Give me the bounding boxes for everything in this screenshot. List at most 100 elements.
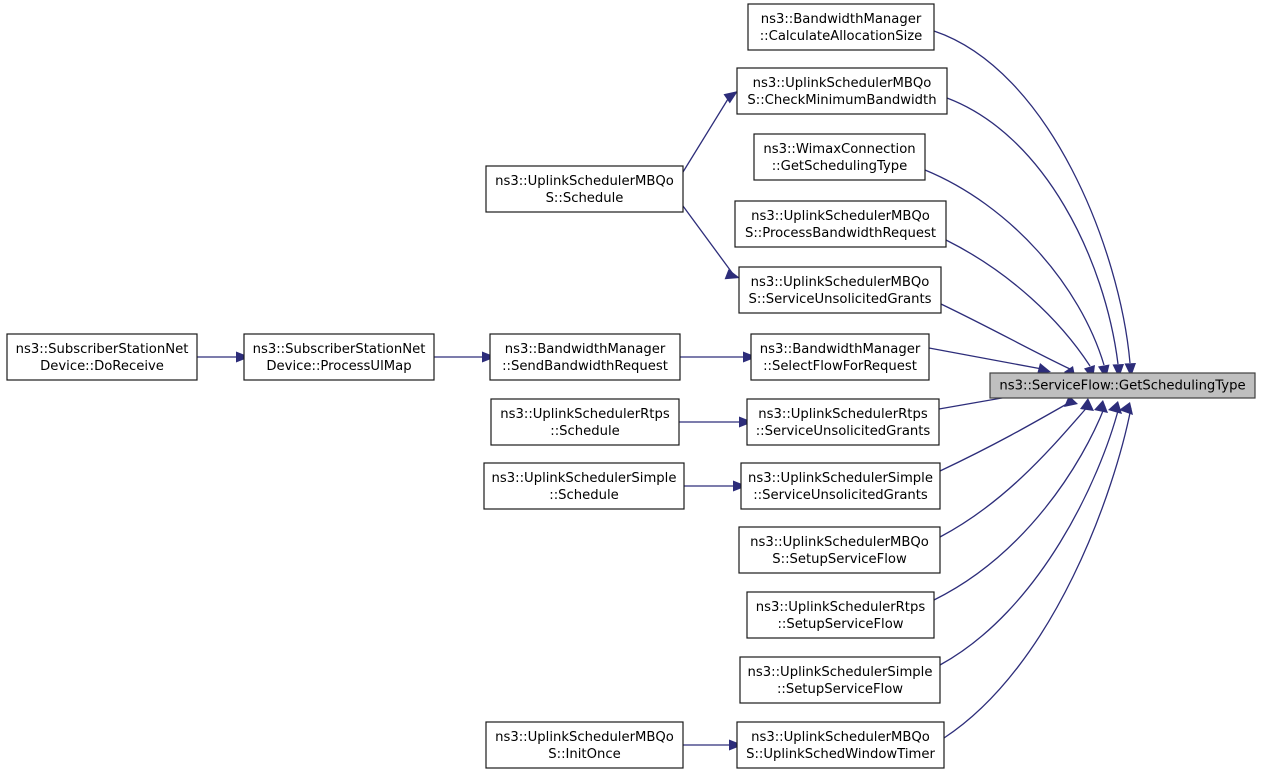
edge-line bbox=[682, 98, 729, 173]
call-graph-node[interactable]: ns3::UplinkSchedulerSimple::SetupService… bbox=[739, 656, 941, 704]
node-label-line2: ::Schedule bbox=[549, 488, 619, 503]
node-label-line2: ::ServiceUnsolicitedGrants bbox=[756, 424, 931, 439]
node-box[interactable] bbox=[6, 333, 198, 381]
node-box[interactable] bbox=[738, 526, 941, 574]
node-box[interactable] bbox=[485, 721, 684, 769]
node-label: ns3::UplinkSchedulerRtps bbox=[758, 407, 928, 422]
call-graph-node[interactable]: ns3::BandwidthManager::SelectFlowForRequ… bbox=[750, 333, 930, 381]
call-graph-node[interactable]: ns3::WimaxConnection::GetSchedulingType bbox=[753, 133, 926, 181]
call-graph-node[interactable]: ns3::BandwidthManager::SendBandwidthRequ… bbox=[489, 333, 681, 381]
call-graph-node[interactable]: ns3::UplinkSchedulerRtps::Schedule bbox=[490, 398, 680, 446]
node-label: ns3::UplinkSchedulerRtps bbox=[756, 600, 926, 615]
edges-layer bbox=[197, 30, 1136, 751]
call-edge bbox=[939, 398, 1094, 538]
node-box[interactable] bbox=[483, 462, 685, 510]
node-box[interactable] bbox=[746, 398, 940, 446]
call-graph-node[interactable]: ns3::BandwidthManager::CalculateAllocati… bbox=[747, 3, 935, 51]
call-edge bbox=[682, 205, 740, 280]
call-edge bbox=[680, 351, 757, 363]
node-label: ns3::UplinkSchedulerMBQo bbox=[753, 76, 932, 91]
node-label-line2: ::GetSchedulingType bbox=[772, 159, 908, 174]
edge-line bbox=[928, 347, 1043, 370]
call-edge bbox=[933, 400, 1108, 601]
node-label: ns3::BandwidthManager bbox=[760, 342, 921, 357]
call-graph-node[interactable]: ns3::UplinkSchedulerMBQoS::SetupServiceF… bbox=[738, 526, 941, 574]
focus-node[interactable]: ns3::ServiceFlow::GetSchedulingType bbox=[989, 372, 1256, 399]
call-graph-node[interactable]: ns3::SubscriberStationNetDevice::DoRecei… bbox=[6, 333, 198, 381]
call-graph-node[interactable]: ns3::SubscriberStationNetDevice::Process… bbox=[243, 333, 435, 381]
call-edge bbox=[946, 97, 1124, 378]
node-box[interactable] bbox=[736, 721, 945, 769]
node-box[interactable] bbox=[989, 372, 1256, 399]
edge-line bbox=[946, 97, 1119, 365]
node-box[interactable] bbox=[490, 398, 680, 446]
node-label-line2: ::SetupServiceFlow bbox=[777, 682, 903, 697]
node-box[interactable] bbox=[750, 333, 930, 381]
node-label: ns3::WimaxConnection bbox=[763, 142, 915, 157]
call-edge bbox=[939, 401, 1122, 666]
call-graph-node[interactable]: ns3::UplinkSchedulerMBQoS::ProcessBandwi… bbox=[734, 200, 947, 248]
node-box[interactable] bbox=[489, 333, 681, 381]
arrow-head-icon bbox=[729, 739, 743, 751]
node-box[interactable] bbox=[738, 266, 942, 314]
node-label: ns3::BandwidthManager bbox=[505, 342, 666, 357]
arrow-head-icon bbox=[1124, 363, 1136, 377]
call-graph-node[interactable]: ns3::UplinkSchedulerMBQoS::UplinkSchedWi… bbox=[736, 721, 945, 769]
node-label-line2: S::InitOnce bbox=[548, 747, 620, 762]
node-label: ns3::UplinkSchedulerMBQo bbox=[751, 209, 930, 224]
node-box[interactable] bbox=[243, 333, 435, 381]
call-graph-node[interactable]: ns3::UplinkSchedulerRtps::SetupServiceFl… bbox=[746, 591, 935, 639]
node-box[interactable] bbox=[736, 67, 948, 115]
call-graph-node[interactable]: ns3::UplinkSchedulerSimple::ServiceUnsol… bbox=[740, 462, 941, 510]
arrow-head-icon bbox=[723, 91, 738, 104]
node-label-line2: S::CheckMinimumBandwidth bbox=[747, 93, 936, 108]
node-label-line2: Device::ProcessUlMap bbox=[266, 359, 411, 374]
edge-line bbox=[943, 407, 1132, 739]
node-box[interactable] bbox=[739, 656, 941, 704]
call-graph-node[interactable]: ns3::UplinkSchedulerMBQoS::CheckMinimumB… bbox=[736, 67, 948, 115]
call-edge bbox=[683, 739, 743, 751]
node-label-line2: ::CalculateAllocationSize bbox=[760, 29, 923, 44]
node-label-line2: S::Schedule bbox=[546, 191, 624, 206]
node-box[interactable] bbox=[746, 591, 935, 639]
call-edge bbox=[939, 395, 1078, 472]
node-label-line2: ::SendBandwidthRequest bbox=[502, 359, 668, 374]
edge-line bbox=[945, 239, 1091, 367]
node-label-line2: S::ServiceUnsolicitedGrants bbox=[749, 292, 932, 307]
call-edge bbox=[933, 30, 1136, 377]
call-edge bbox=[945, 239, 1095, 380]
call-edge bbox=[943, 402, 1133, 739]
call-graph-node[interactable]: ns3::UplinkSchedulerRtps::ServiceUnsolic… bbox=[746, 398, 940, 446]
node-box[interactable] bbox=[753, 133, 926, 181]
arrow-head-icon bbox=[1094, 400, 1108, 413]
node-label: ns3::ServiceFlow::GetSchedulingType bbox=[999, 379, 1245, 394]
call-edge bbox=[197, 351, 250, 363]
node-label: ns3::BandwidthManager bbox=[761, 12, 922, 27]
edge-line bbox=[682, 205, 734, 275]
node-box[interactable] bbox=[485, 165, 684, 213]
node-label: ns3::UplinkSchedulerMBQo bbox=[750, 535, 929, 550]
node-box[interactable] bbox=[747, 3, 935, 51]
node-label-line2: ::Schedule bbox=[550, 424, 620, 439]
node-label-line2: S::ProcessBandwidthRequest bbox=[745, 226, 936, 241]
arrow-head-icon bbox=[1112, 364, 1124, 378]
node-label: ns3::UplinkSchedulerMBQo bbox=[751, 730, 930, 745]
node-box[interactable] bbox=[740, 462, 941, 510]
arrow-head-icon bbox=[1119, 402, 1133, 415]
node-label-line2: ::SelectFlowForRequest bbox=[763, 359, 917, 374]
node-label-line2: S::SetupServiceFlow bbox=[772, 552, 907, 567]
call-edge bbox=[434, 351, 496, 363]
node-label-line2: ::ServiceUnsolicitedGrants bbox=[753, 488, 928, 503]
call-graph-node[interactable]: ns3::UplinkSchedulerMBQoS::ServiceUnsoli… bbox=[738, 266, 942, 314]
call-graph-node[interactable]: ns3::UplinkSchedulerSimple::Schedule bbox=[483, 462, 685, 510]
call-edge bbox=[924, 169, 1110, 379]
node-box[interactable] bbox=[734, 200, 947, 248]
node-label: ns3::UplinkSchedulerSimple bbox=[748, 665, 933, 680]
edge-line bbox=[924, 169, 1105, 366]
arrow-head-icon bbox=[236, 351, 250, 363]
node-label-line2: ::SetupServiceFlow bbox=[777, 617, 903, 632]
